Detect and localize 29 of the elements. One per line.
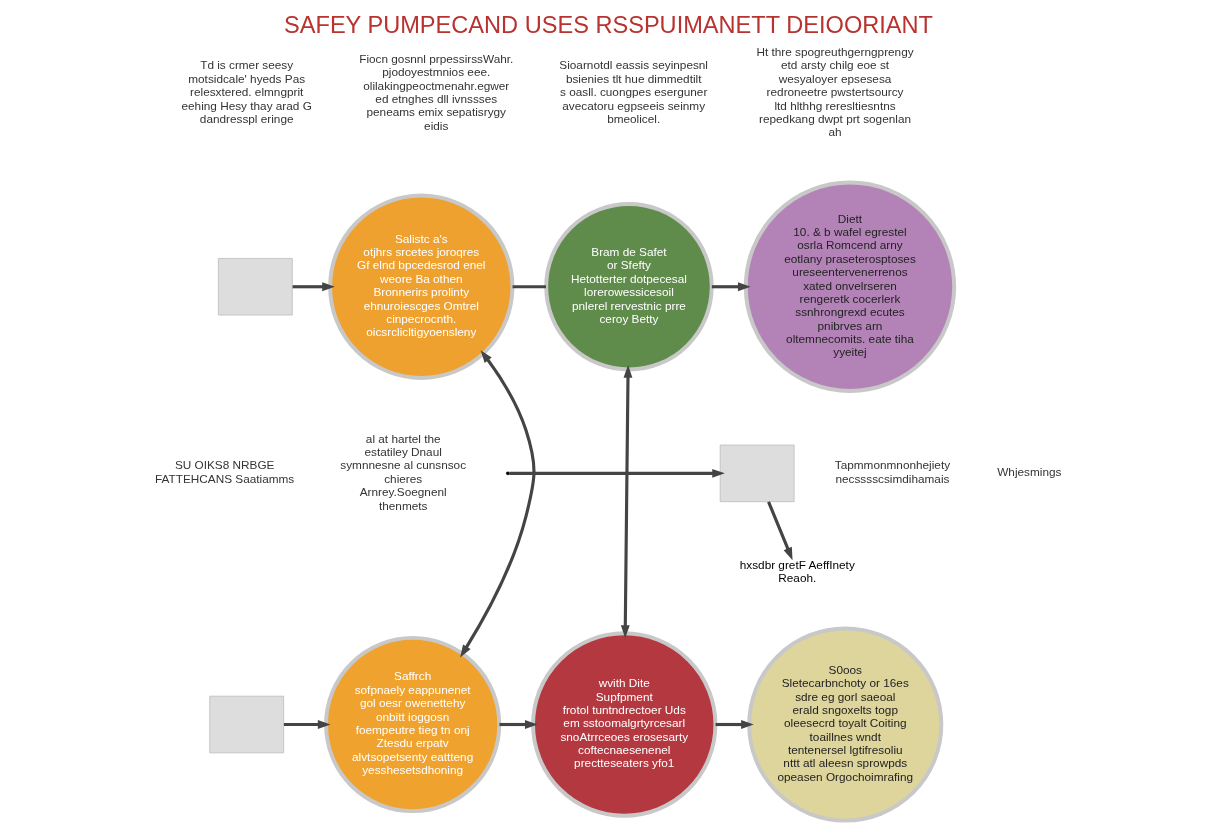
node-text: hxsdbr gretF AeffInety Reaoh. bbox=[739, 557, 855, 584]
node-box bbox=[719, 444, 795, 503]
arrow bbox=[459, 350, 535, 658]
node-circle: wvith Dite Supfpment frotol tuntndrectoer Uds em sstoomalgrtyrcesarl snoAtrrceoes erosesarty coftecnaesenenel prectteseaters yfo1 bbox=[530, 631, 717, 818]
arrow bbox=[508, 468, 725, 478]
label: Fiocn gosnnl prpessirssWahr. pjodoyestmnios eee. olilakingpeoctmenahr.egwer ed etnghes dll ivnssses peneams emix sepatisrygy eidis bbox=[358, 51, 513, 132]
label: Tapmmonmnonhejiety necsssscsimdihamais bbox=[834, 458, 950, 485]
arrow bbox=[292, 282, 335, 292]
node-circle: S0oos Sletecarbnchoty or 16es sdre eg gorl saeoal erald sngoxelts togp oleesecrd toyalt Coiting toaillnes wndt tentenersel lgtifresoliu nttt atl aleesn sprowpds opeasen Orgochoimrafing bbox=[746, 626, 943, 823]
node-box bbox=[208, 695, 284, 754]
connector bbox=[512, 285, 546, 289]
node-circle: Saffrch sofpnaely eappunenet gol oesr owenettehy onbitt ioggosn foempeutre tieg tn onj Ztesdu erpatv alvtsopetsenty eattteng yesshesetsdhoning bbox=[323, 635, 501, 814]
arrow bbox=[498, 720, 538, 729]
label: al at hartel the estatiley Dnaul symnnesne al cunsnsoc chieres Arnrey.Soegnenl thenmets bbox=[339, 431, 466, 512]
arrow bbox=[620, 365, 632, 638]
label: SU OIKS8 NRBGE FATTEHCANS Saatiamms bbox=[154, 458, 294, 485]
node-circle: Bram de Safet or Sfefty Hetotterter dotpecesal lorerowessicesoil pnlerel rervestnic prre ceroy Betty bbox=[543, 202, 714, 372]
label: Td is crmer seesy motsidcale' hyeds Pas relesxtered. elmngprit eehing Hesy thay arad G dandresspl eringe bbox=[181, 58, 312, 125]
arrow bbox=[766, 501, 793, 561]
node-circle: Diett 10. & b wafel egrestel osrla Romcend arny eotlany praseterosptoses ureseentervenerrenos xated onvelrseren rengeretk cocerlerk ssnhrongrexd ecutes pnibrves arn oltemnecomits. eate tiha yyeitej bbox=[743, 180, 956, 393]
label: Whjesmings bbox=[996, 465, 1061, 479]
label: Sioarnotdl eassis seyinpesnl bsienies tlt hue dimmedtilt s oasll. cuongpes eserguner avecatoru egpseeis seinmy bmeolicel. bbox=[558, 58, 708, 125]
arrow bbox=[283, 720, 330, 729]
label: Ht thre spogreuthgerngprengy etd arsty chilg eoe st wesyaloyer epsesesa redroneetre pwstertsourcy ltd hlthhg reresltiesntns repedkang dwpt prt sogenlan ah bbox=[755, 45, 914, 139]
node-circle: Salistc a's otjhrs srcetes joroqres Gf elnd bpcedesrod enel weore Ba othen Bronnerirs prolinty ehnuroiescges Omtrel cinpecrocnth. oicsrclicltigyoensleny bbox=[327, 193, 514, 380]
node-box bbox=[217, 258, 293, 316]
diagram-title: SAFEY PUMPECAND USES RSSPUIMANETT DEIOORIANT bbox=[283, 12, 933, 39]
arrow bbox=[715, 720, 754, 729]
arrow bbox=[711, 282, 751, 292]
